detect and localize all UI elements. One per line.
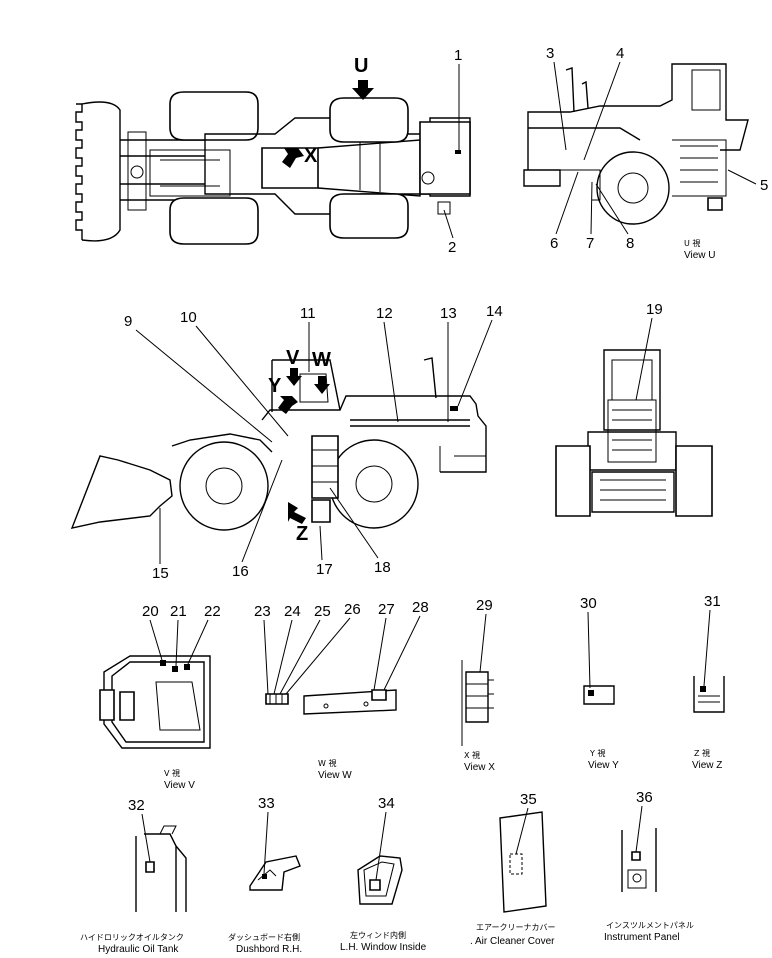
view-w-caption-jp: W 視 bbox=[318, 759, 336, 768]
callout-36: 36 bbox=[636, 789, 653, 806]
dashboard-rh-caption-jp: ダッシュボード右側 bbox=[228, 932, 300, 942]
callout-27: 27 bbox=[378, 601, 395, 618]
callout-2: 2 bbox=[448, 239, 456, 256]
lh-window-inside-caption-jp: 左ウィンド内側 bbox=[350, 930, 406, 940]
view-u-caption-en: View U bbox=[684, 250, 716, 261]
callout-7: 7 bbox=[586, 235, 594, 252]
arrow-v-icon bbox=[286, 368, 302, 386]
callout-22: 22 bbox=[204, 603, 221, 620]
callout-29: 29 bbox=[476, 597, 493, 614]
view-z-caption-en: View Z bbox=[692, 760, 722, 771]
callout-35: 35 bbox=[520, 791, 537, 808]
lh-window-inside-view: 34 左ウィンド内側 L.H. Window Inside bbox=[340, 795, 427, 953]
view-z-caption-jp: Z 視 bbox=[694, 749, 710, 758]
view-y: 30 Y 視 View Y bbox=[580, 595, 619, 771]
air-cleaner-cover-caption-jp: エアークリーナカバー bbox=[476, 923, 556, 932]
callout-26: 26 bbox=[344, 601, 361, 618]
top-view: U X 1 2 bbox=[75, 47, 471, 256]
callout-17: 17 bbox=[316, 561, 333, 578]
view-x: 29 X 視 View X bbox=[461, 597, 495, 773]
view-y-caption-jp: Y 視 bbox=[589, 749, 605, 758]
view-w: 23 24 25 26 27 28 W 視 View W bbox=[254, 599, 429, 781]
callout-9: 9 bbox=[124, 313, 132, 330]
air-cleaner-cover-caption-en: . Air Cleaner Cover bbox=[470, 936, 555, 947]
arrow-z-label: Z bbox=[296, 523, 308, 545]
callout-15: 15 bbox=[152, 565, 169, 582]
hydraulic-oil-tank-caption-en: Hydraulic Oil Tank bbox=[98, 944, 179, 955]
view-x-caption-jp: X 視 bbox=[464, 751, 480, 760]
callout-12: 12 bbox=[376, 305, 393, 322]
arrow-y-icon bbox=[278, 396, 298, 414]
callout-16: 16 bbox=[232, 563, 249, 580]
front-view: 19 bbox=[555, 301, 713, 517]
instrument-panel-view: 36 インスツルメントパネル Instrument Panel bbox=[604, 789, 694, 943]
callout-13: 13 bbox=[440, 305, 457, 322]
callout-8: 8 bbox=[626, 235, 634, 252]
dashboard-rh-view: 33 ダッシュボード右側 Dushbord R.H. bbox=[228, 795, 302, 955]
arrow-z-icon bbox=[288, 502, 306, 524]
dashboard-rh-caption-en: Dushbord R.H. bbox=[236, 944, 302, 955]
view-v-caption-en: View V bbox=[164, 780, 195, 791]
callout-21: 21 bbox=[170, 603, 187, 620]
view-y-caption-en: View Y bbox=[588, 760, 619, 771]
view-v-caption-jp: V 視 bbox=[164, 769, 180, 778]
view-v: 20 21 22 V 視 View V bbox=[99, 603, 221, 791]
view-w-caption-en: View W bbox=[318, 770, 352, 781]
view-z: 31 Z 視 View Z bbox=[692, 593, 725, 771]
callout-23: 23 bbox=[254, 603, 271, 620]
callout-33: 33 bbox=[258, 795, 275, 812]
arrow-v-label: V bbox=[286, 347, 300, 369]
lh-window-inside-caption-en: L.H. Window Inside bbox=[340, 942, 427, 953]
callout-19: 19 bbox=[646, 301, 663, 318]
air-cleaner-cover-view: 35 エアークリーナカバー . Air Cleaner Cover bbox=[470, 791, 556, 947]
callout-4: 4 bbox=[616, 45, 624, 62]
callout-5: 5 bbox=[760, 177, 768, 194]
callout-30: 30 bbox=[580, 595, 597, 612]
callout-1: 1 bbox=[454, 47, 462, 64]
arrow-u-label: U bbox=[354, 55, 368, 77]
arrow-y-label: Y bbox=[268, 375, 282, 397]
callout-20: 20 bbox=[142, 603, 159, 620]
arrow-w-label: W bbox=[312, 349, 331, 371]
hydraulic-oil-tank-view: 32 ハイドロリックオイルタンク Hydraulic Oil Tank bbox=[80, 797, 187, 955]
arrow-u-icon bbox=[352, 80, 374, 100]
instrument-panel-caption-en: Instrument Panel bbox=[604, 932, 680, 943]
arrow-x-icon bbox=[282, 148, 304, 168]
arrow-w-icon bbox=[314, 376, 330, 394]
callout-10: 10 bbox=[180, 309, 197, 326]
callout-34: 34 bbox=[378, 795, 395, 812]
callout-31: 31 bbox=[704, 593, 721, 610]
callout-14: 14 bbox=[486, 303, 503, 320]
hydraulic-oil-tank-caption-jp: ハイドロリックオイルタンク bbox=[80, 933, 184, 942]
callout-6: 6 bbox=[550, 235, 558, 252]
view-u-caption-jp: U 視 bbox=[684, 239, 700, 248]
view-u: 3 4 5 6 7 8 U 視 View U bbox=[523, 45, 768, 261]
callout-32: 32 bbox=[128, 797, 145, 814]
callout-25: 25 bbox=[314, 603, 331, 620]
callout-24: 24 bbox=[284, 603, 301, 620]
callout-3: 3 bbox=[546, 45, 554, 62]
instrument-panel-caption-jp: インスツルメントパネル bbox=[606, 921, 694, 930]
callout-11: 11 bbox=[300, 305, 316, 322]
callout-18: 18 bbox=[374, 559, 391, 576]
side-view: V W Y Z 9 10 11 12 13 14 15 16 17 18 bbox=[70, 303, 503, 582]
view-x-caption-en: View X bbox=[464, 762, 495, 773]
arrow-x-label: X bbox=[304, 145, 318, 167]
callout-28: 28 bbox=[412, 599, 429, 616]
